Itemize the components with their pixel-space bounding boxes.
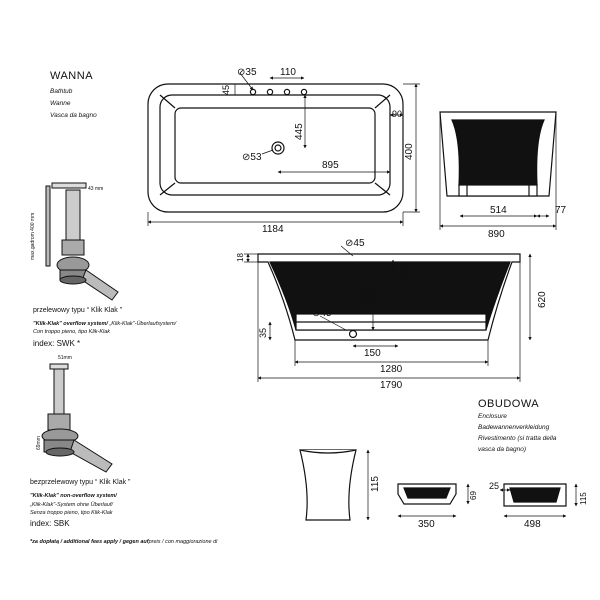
section-drain <box>348 329 358 339</box>
dim-height-505: 505 <box>362 288 373 305</box>
non-overflow-system-title: bezprzelewowy typu “ Klik Klak ” <box>30 479 131 486</box>
non-overflow-system-subtitle-it: Senza troppo pieno, tipo Klik-Klak <box>30 510 113 516</box>
dim-flare: 77 <box>555 205 567 216</box>
dim-enclosure-115b: 115 <box>579 492 588 505</box>
enclosure-top-view <box>397 483 457 505</box>
bathtub-top-view <box>147 83 404 213</box>
dim-enclosure-thickness: 69 <box>469 491 478 500</box>
enclosure-side-dims <box>499 483 578 518</box>
dim-drain-dia: ⊘53 <box>242 152 262 163</box>
dim-drain-pos: 895 <box>322 160 339 171</box>
bathtub-end-view <box>439 111 557 197</box>
non-overflow-small-label: 51mm <box>58 355 72 361</box>
overflow-system-index: index: SWK * <box>33 339 81 348</box>
overflow-drain-illustration <box>45 182 119 301</box>
section-dimensions <box>244 245 532 382</box>
dim-hole-dia: ⊘35 <box>237 67 257 78</box>
overflow-small-label: 43 mm <box>88 186 103 192</box>
dim-enclosure-498: 498 <box>524 519 541 530</box>
bathtub-name-de: Wanne <box>50 100 71 107</box>
dim-top-width: 890 <box>488 229 505 240</box>
dim-height-620: 620 <box>537 291 548 308</box>
tap-hole-1 <box>249 88 257 96</box>
dim-hole-dia-top: ⊘45 <box>345 238 365 249</box>
overflow-system-subtitle: "Klik-Klak" overflow system/ „Klik-Klak"… <box>33 321 177 327</box>
non-overflow-system-subtitle-de: „Klik-Klak"-System ohne Überlauf/ <box>30 502 113 508</box>
bathtub-title: WANNA <box>50 70 94 82</box>
dim-top-length: 1790 <box>380 380 403 391</box>
dim-drain-dia-section: ⊘45 <box>312 308 332 319</box>
dim-base-35: 35 <box>258 328 268 338</box>
tap-hole-3 <box>283 88 291 96</box>
enclosure-side-view <box>503 483 567 507</box>
bathtub-name-it: Vasca da bagno <box>50 112 97 119</box>
drain-inner <box>274 144 282 152</box>
tub-inner-rim <box>159 94 391 196</box>
dim-top-offset: 45 <box>221 85 231 95</box>
dim-length: 1184 <box>262 224 284 235</box>
dim-rim: 18 <box>236 253 245 262</box>
dim-right-offset: 90 <box>392 109 402 119</box>
overflow-system-title: przelewowy typu “ Klik Klak ” <box>33 307 123 314</box>
dim-width: 400 <box>404 143 415 160</box>
non-overflow-height-label: 69mm <box>36 436 42 450</box>
non-overflow-system-index: index: SBK <box>30 519 70 528</box>
enclosure-name-it: Rivestimento (si tratta della <box>478 435 557 442</box>
enclosure-title: OBUDOWA <box>478 398 540 410</box>
dim-drain-offset: 150 <box>364 348 381 359</box>
tap-hole-2 <box>266 88 274 96</box>
top-view-dimensions <box>147 72 420 226</box>
bathtub-section-view <box>257 253 521 341</box>
dim-hole-spacing: 110 <box>280 67 296 78</box>
enclosure-name-it-2: vasca da bagno) <box>478 446 527 453</box>
enclosure-name-en: Enclosure <box>478 413 507 420</box>
dim-enclosure-width: 350 <box>418 519 435 530</box>
non-overflow-drain-illustration <box>41 363 113 473</box>
dim-bottom: 514 <box>490 205 507 216</box>
enclosure-front-view <box>299 449 357 521</box>
dim-enclosure-height: 115 <box>370 476 381 492</box>
dim-bottom-length: 1280 <box>380 364 403 375</box>
enclosure-name-de: Badewannenverkleidung <box>478 424 550 431</box>
tub-basin <box>174 107 376 184</box>
overflow-system-subtitle-it: Con troppo pieno, tipo Klik-Klak <box>33 329 111 335</box>
bathtub-name-en: Bathtub <box>50 88 73 95</box>
non-overflow-system-subtitle: "Klik-Klak" non-overflow system/ <box>30 493 117 499</box>
footnote: *za dopłatą / additional fees apply / ge… <box>30 539 218 545</box>
tap-hole-4 <box>300 88 308 96</box>
tub-outer-rim <box>147 83 404 213</box>
enclosure-top-dims <box>397 483 470 518</box>
overflow-height-label: max.gadrom 400 mm <box>30 213 36 260</box>
dim-enclosure-25: 25 <box>489 481 499 491</box>
end-view-dimensions <box>439 112 557 230</box>
dim-overflow-height: 100 <box>399 263 410 280</box>
drain-outer <box>271 141 285 155</box>
dim-inner-depth: 445 <box>294 123 305 140</box>
